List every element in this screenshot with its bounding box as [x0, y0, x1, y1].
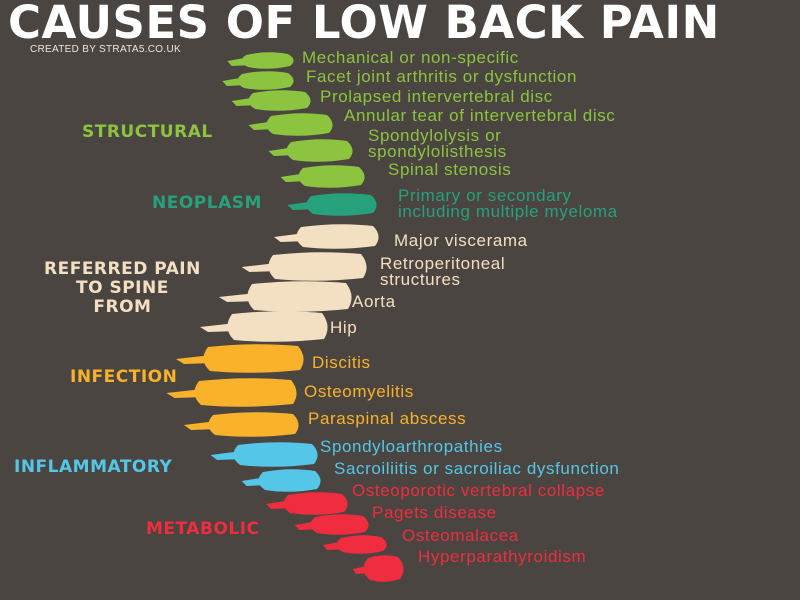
vertebra-7-neoplasm: [287, 193, 377, 216]
vertebra-9-referred: [241, 252, 367, 281]
vertebra-4-structural: [248, 113, 333, 136]
vertebra-15-inflammatory: [210, 442, 318, 467]
cause-sacroiliitis: Sacroiliitis or sacroiliac dysfunction: [334, 459, 620, 478]
cause-osteoporotic-collapse: Osteoporotic vertebral collapse: [352, 481, 605, 500]
cause-myeloma: Primary or secondary including multiple …: [398, 186, 618, 221]
cause-facet-joint: Facet joint arthritis or dysfunction: [306, 67, 578, 86]
page-title: CAUSES OF LOW BACK PAIN: [8, 0, 720, 49]
cause-osteomalacea: Osteomalacea: [402, 526, 519, 545]
cause-major-viscera: Major viscerama: [394, 231, 528, 250]
vertebra-16-inflammatory: [241, 469, 321, 492]
vertebra-2-structural: [222, 71, 294, 90]
vertebra-11-referred: [200, 311, 328, 342]
cause-hyperparathyroidism: Hyperparathyroidism: [418, 547, 587, 566]
cause-prolapsed-disc: Prolapsed intervertebral disc: [320, 87, 553, 106]
cause-annular-tear: Annular tear of intervertebral disc: [344, 106, 616, 125]
vertebra-10-referred: [218, 281, 352, 312]
cause-spinal-stenosis: Spinal stenosis: [388, 160, 512, 179]
category-label-structural: STRUCTURAL: [82, 122, 213, 142]
category-label-referred-pain: REFERRED PAIN TO SPINE FROM: [44, 259, 201, 317]
category-label-inflammatory: INFLAMMATORY: [14, 457, 173, 477]
vertebra-17-metabolic: [266, 492, 348, 515]
cause-hip: Hip: [330, 318, 358, 337]
cause-spondyloarthropathies: Spondyloarthropathies: [320, 437, 503, 456]
category-label-metabolic: METABOLIC: [146, 519, 260, 539]
vertebra-20-metabolic: [352, 555, 404, 582]
cause-discitis: Discitis: [312, 353, 371, 372]
cause-pagets-disease: Pagets disease: [372, 503, 497, 522]
cause-retroperitoneal: Retroperitoneal structures: [380, 254, 506, 289]
vertebra-19-metabolic: [323, 535, 387, 554]
cause-aorta: Aorta: [352, 292, 396, 311]
vertebra-8-referred: [274, 224, 379, 249]
vertebra-1-structural: [227, 52, 294, 69]
vertebra-3-structural: [231, 90, 311, 111]
category-label-neoplasm: NEOPLASM: [152, 193, 262, 213]
category-label-infection: INFECTION: [70, 367, 178, 387]
cause-mechanical: Mechanical or non-specific: [302, 48, 519, 67]
vertebra-18-metabolic: [294, 514, 369, 535]
vertebra-12-infection: [176, 344, 304, 373]
credit-line: CREATED BY STRATA5.CO.UK: [30, 44, 181, 55]
vertebra-14-infection: [183, 412, 299, 437]
vertebra-5-structural: [268, 139, 353, 162]
cause-spondylolysis: Spondylolysis or spondylolisthesis: [368, 126, 507, 161]
cause-paraspinal-abscess: Paraspinal abscess: [308, 409, 467, 428]
vertebra-6-structural: [280, 165, 365, 188]
cause-osteomyelitis: Osteomyelitis: [304, 382, 414, 401]
vertebra-13-infection: [166, 378, 297, 407]
